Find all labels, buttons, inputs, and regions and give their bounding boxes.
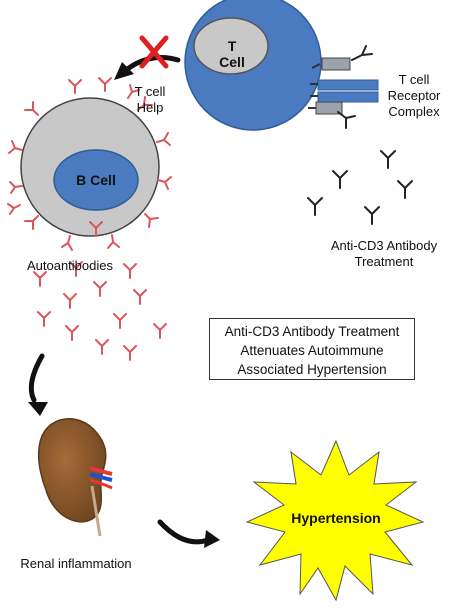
tcr-label: T cell Receptor Complex bbox=[384, 72, 444, 120]
kidney-icon bbox=[38, 418, 113, 537]
renal-inflammation-label: Renal inflammation bbox=[20, 556, 132, 571]
starburst-icon bbox=[245, 439, 425, 602]
t-cell-label: T Cell bbox=[219, 38, 245, 70]
tcr-line3: Complex bbox=[388, 104, 440, 119]
t-cell bbox=[184, 0, 322, 131]
t-cell-help-line1: T cell bbox=[134, 84, 166, 99]
anti-cd3-line1: Anti-CD3 Antibody bbox=[330, 238, 438, 253]
inhibit-x-icon bbox=[139, 35, 169, 69]
b-cell-label: B Cell bbox=[76, 172, 116, 188]
summary-line2: Attenuates Autoimmune bbox=[240, 343, 384, 358]
tcr-complex bbox=[308, 57, 379, 115]
summary-box: Anti-CD3 Antibody Treatment Attenuates A… bbox=[209, 318, 415, 380]
anti-cd3-label: Anti-CD3 Antibody Treatment bbox=[324, 238, 444, 270]
t-cell-help-line2: Help bbox=[136, 100, 164, 115]
curved-arrow-icon bbox=[28, 353, 48, 416]
surface-antibodies bbox=[7, 77, 172, 251]
hypertension-arrow bbox=[157, 519, 220, 548]
anti-cd3-line2: Treatment bbox=[354, 254, 414, 269]
tcr-line2: Receptor bbox=[387, 88, 441, 103]
free-autoantibodies bbox=[33, 221, 167, 361]
autoantibodies-label: Autoantibodies bbox=[26, 258, 113, 273]
summary-line1: Anti-CD3 Antibody Treatment bbox=[224, 324, 400, 339]
b-cell bbox=[20, 97, 160, 237]
t-cell-help-label: T cell Help bbox=[130, 84, 170, 116]
hypertension-label: Hypertension bbox=[291, 510, 381, 526]
anti-cd3-antibodies bbox=[307, 45, 413, 225]
summary-line3: Associated Hypertension bbox=[237, 362, 387, 377]
tcr-line1: T cell bbox=[398, 72, 430, 87]
